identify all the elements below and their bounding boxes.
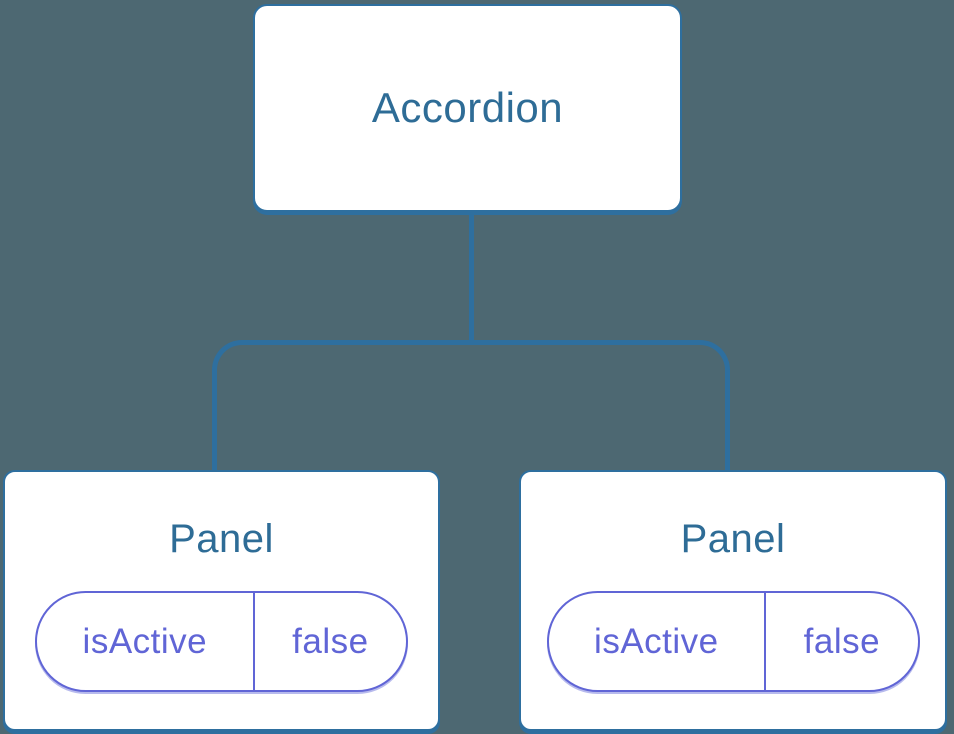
state-value: false (803, 621, 881, 661)
connector-stem (469, 212, 474, 343)
state-name: isActive (549, 593, 767, 690)
panel-node-label: Panel (169, 517, 274, 561)
accordion-node: Accordion (253, 4, 682, 212)
state-name: isActive (37, 593, 255, 690)
panel-node-label: Panel (680, 517, 786, 561)
state-pill: isActive false (35, 591, 408, 692)
accordion-node-label: Accordion (371, 84, 564, 131)
panel-node-right: Panel isActive false (519, 470, 947, 731)
connector-bracket (212, 340, 730, 472)
panel-node-left: Panel isActive false (3, 470, 440, 731)
state-pill: isActive false (546, 591, 920, 692)
state-value: false (292, 621, 369, 661)
